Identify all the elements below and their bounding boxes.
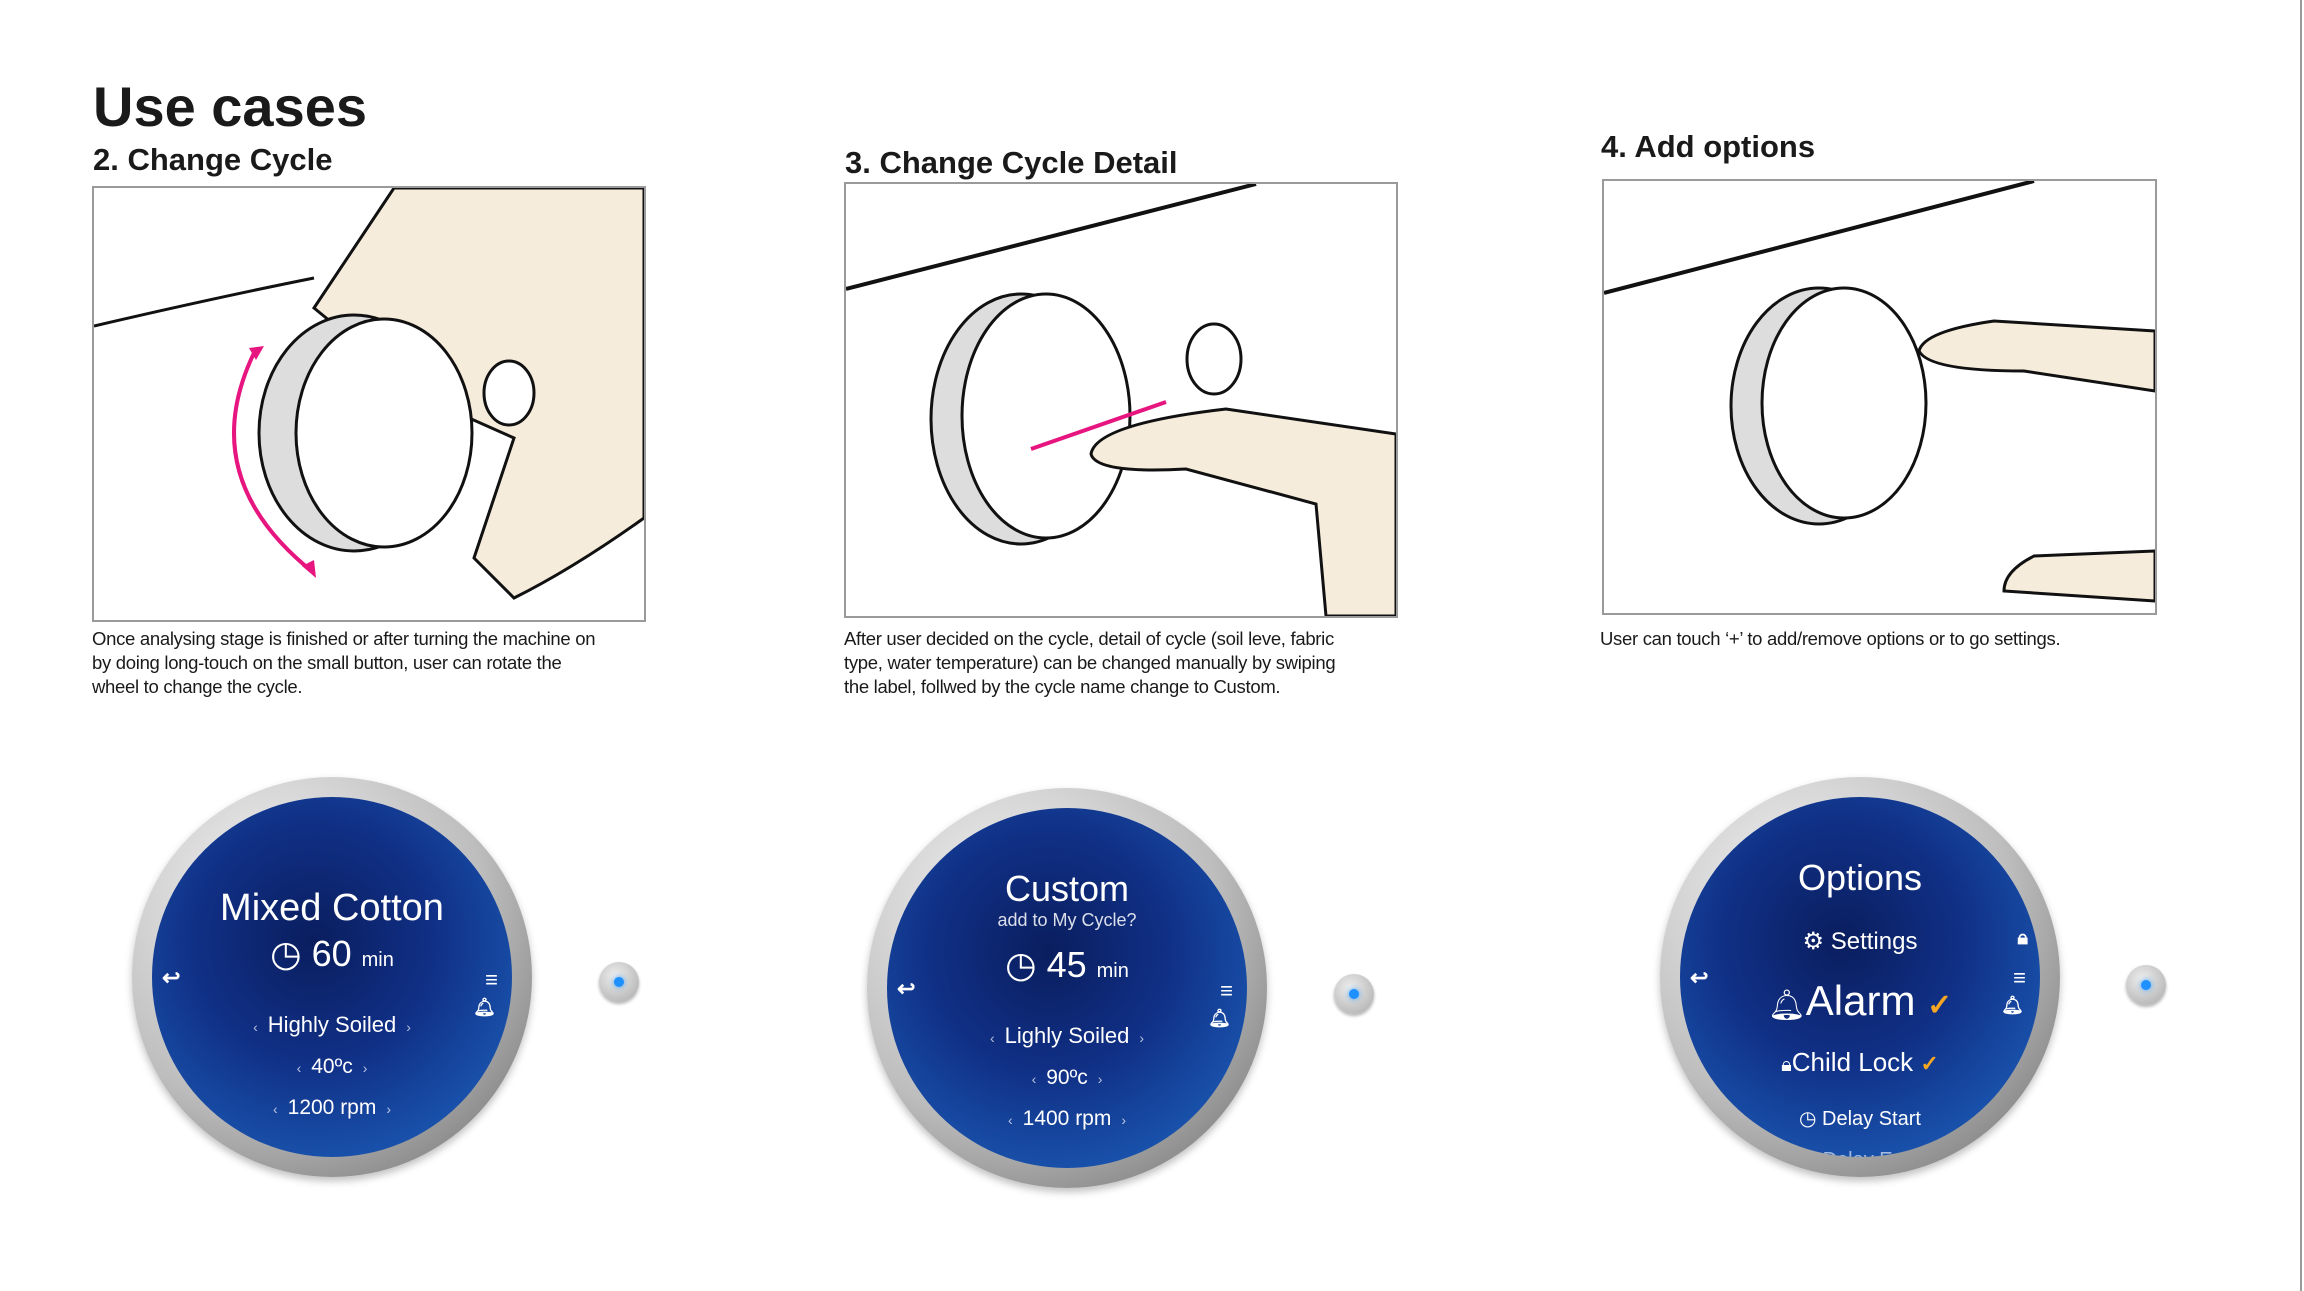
back-icon[interactable]: ↩ bbox=[1690, 965, 1709, 990]
clock-icon: ◷ bbox=[270, 933, 302, 974]
temp-value: 40ºc bbox=[311, 1055, 353, 1078]
option-child-lock[interactable]: 🔒︎Child Lock ✓ bbox=[1680, 1047, 2040, 1078]
clock-icon: ◷ bbox=[1005, 944, 1037, 985]
cycle-name: Mixed Cotton bbox=[220, 887, 444, 929]
option-label: Alarm bbox=[1805, 977, 1916, 1024]
caption-line: After user decided on the cycle, detail … bbox=[844, 628, 1334, 649]
bell-icon[interactable]: 🔔︎ bbox=[473, 997, 496, 1017]
temperature-selector[interactable]: ‹90ºc› bbox=[1031, 1066, 1103, 1089]
menu-icon[interactable]: ≡ bbox=[485, 967, 498, 992]
dial-options[interactable]: Options ⚙ Settings 🔔︎Alarm ✓ 🔒︎Child Loc… bbox=[1660, 777, 2060, 1177]
check-icon: ✓ bbox=[1927, 989, 1953, 1022]
back-icon[interactable]: ↩ bbox=[897, 976, 916, 1001]
soil-value: Lighly Soiled bbox=[1004, 1023, 1130, 1048]
lock-icon: 🔒︎ bbox=[1781, 1054, 1792, 1076]
divider bbox=[2300, 0, 2302, 1291]
caption-line: User can touch ‘+’ to add/remove options… bbox=[1600, 628, 2061, 649]
cycle-name: Custom bbox=[1004, 868, 1130, 909]
menu-icon[interactable]: ≡ bbox=[1220, 978, 1233, 1003]
section-heading: 4. Add options bbox=[1601, 129, 1816, 164]
spin-selector[interactable]: ‹1200 rpm› bbox=[272, 1096, 392, 1119]
time-unit: min bbox=[1096, 960, 1129, 982]
option-alarm[interactable]: 🔔︎Alarm ✓ bbox=[1680, 977, 2040, 1025]
page-title: Use cases bbox=[93, 75, 368, 138]
caption-line: Once analysing stage is finished or afte… bbox=[92, 628, 596, 649]
soil-level-selector[interactable]: ‹Highly Soiled› bbox=[253, 1012, 411, 1037]
soil-value: Highly Soiled bbox=[267, 1012, 397, 1037]
caption-add-options: User can touch ‘+’ to add/remove options… bbox=[1600, 627, 2170, 651]
power-button[interactable] bbox=[599, 962, 639, 1002]
caption-line: wheel to change the cycle. bbox=[92, 676, 303, 697]
option-label: Child Lock bbox=[1791, 1047, 1914, 1077]
cycle-time: ◷ 45 min bbox=[887, 944, 1247, 986]
time-unit: min bbox=[361, 949, 394, 971]
option-delay-start[interactable]: ◷ Delay Start bbox=[1680, 1106, 2040, 1131]
temp-value: 90ºc bbox=[1046, 1066, 1088, 1089]
temperature-selector[interactable]: ‹40ºc› bbox=[296, 1055, 368, 1078]
option-label: Settings bbox=[1830, 928, 1918, 955]
soil-level-selector[interactable]: ‹Lighly Soiled› bbox=[989, 1023, 1145, 1048]
lock-icon[interactable]: 🔒︎ bbox=[2017, 927, 2028, 949]
section-heading: 2. Change Cycle bbox=[93, 142, 333, 177]
dial-screen: Options ⚙ Settings 🔔︎Alarm ✓ 🔒︎Child Loc… bbox=[1680, 797, 2040, 1157]
option-settings[interactable]: ⚙ Settings bbox=[1680, 927, 2040, 956]
caption-change-cycle: Once analysing stage is finished or afte… bbox=[92, 627, 662, 699]
power-button[interactable] bbox=[1334, 974, 1374, 1014]
caption-line: by doing long-touch on the small button,… bbox=[92, 652, 562, 673]
gear-icon: ⚙ bbox=[1802, 928, 1825, 955]
time-value: 60 bbox=[311, 933, 352, 974]
power-button[interactable] bbox=[2126, 965, 2166, 1005]
options-title: Options bbox=[1797, 857, 1923, 898]
bell-icon[interactable]: 🔔︎ bbox=[2001, 995, 2024, 1015]
cycle-time: ◷ 60 min bbox=[152, 933, 512, 975]
caption-change-detail: After user decided on the cycle, detail … bbox=[844, 627, 1414, 699]
spin-value: 1200 rpm bbox=[287, 1096, 377, 1119]
dial-change-cycle[interactable]: Mixed Cotton ◷ 60 min ‹Highly Soiled› ‹4… bbox=[132, 777, 532, 1177]
illustration-touch-plus bbox=[1602, 179, 2157, 615]
dial-screen: Mixed Cotton ◷ 60 min ‹Highly Soiled› ‹4… bbox=[152, 797, 512, 1157]
clock-icon: ◷ bbox=[1805, 1149, 1822, 1157]
dial-cycle-detail[interactable]: Custom add to My Cycle? ◷ 45 min ‹Lighly… bbox=[867, 788, 1267, 1188]
time-value: 45 bbox=[1046, 944, 1087, 985]
dial-screen: Custom add to My Cycle? ◷ 45 min ‹Lighly… bbox=[887, 808, 1247, 1168]
menu-icon[interactable]: ≡ bbox=[2013, 965, 2026, 990]
option-label: Delay End bbox=[1823, 1149, 1915, 1157]
bell-icon: 🔔︎ bbox=[1767, 989, 1806, 1022]
spin-value: 1400 rpm bbox=[1022, 1107, 1112, 1130]
add-to-my-cycle-prompt[interactable]: add to My Cycle? bbox=[997, 910, 1137, 930]
caption-line: the label, follwed by the cycle name cha… bbox=[844, 676, 1281, 697]
option-label: Delay Start bbox=[1822, 1108, 1921, 1130]
bell-icon[interactable]: 🔔︎ bbox=[1208, 1008, 1231, 1028]
check-icon: ✓ bbox=[1920, 1051, 1939, 1076]
illustration-swipe-label bbox=[844, 182, 1398, 618]
back-icon[interactable]: ↩ bbox=[162, 965, 181, 990]
illustration-rotate-wheel bbox=[92, 186, 646, 622]
spin-selector[interactable]: ‹1400 rpm› bbox=[1007, 1107, 1127, 1130]
clock-icon: ◷ bbox=[1799, 1108, 1817, 1130]
caption-line: type, water temperature) can be changed … bbox=[844, 652, 1336, 673]
section-heading: 3. Change Cycle Detail bbox=[845, 145, 1178, 180]
option-delay-end[interactable]: ◷Delay End bbox=[1680, 1147, 2040, 1157]
